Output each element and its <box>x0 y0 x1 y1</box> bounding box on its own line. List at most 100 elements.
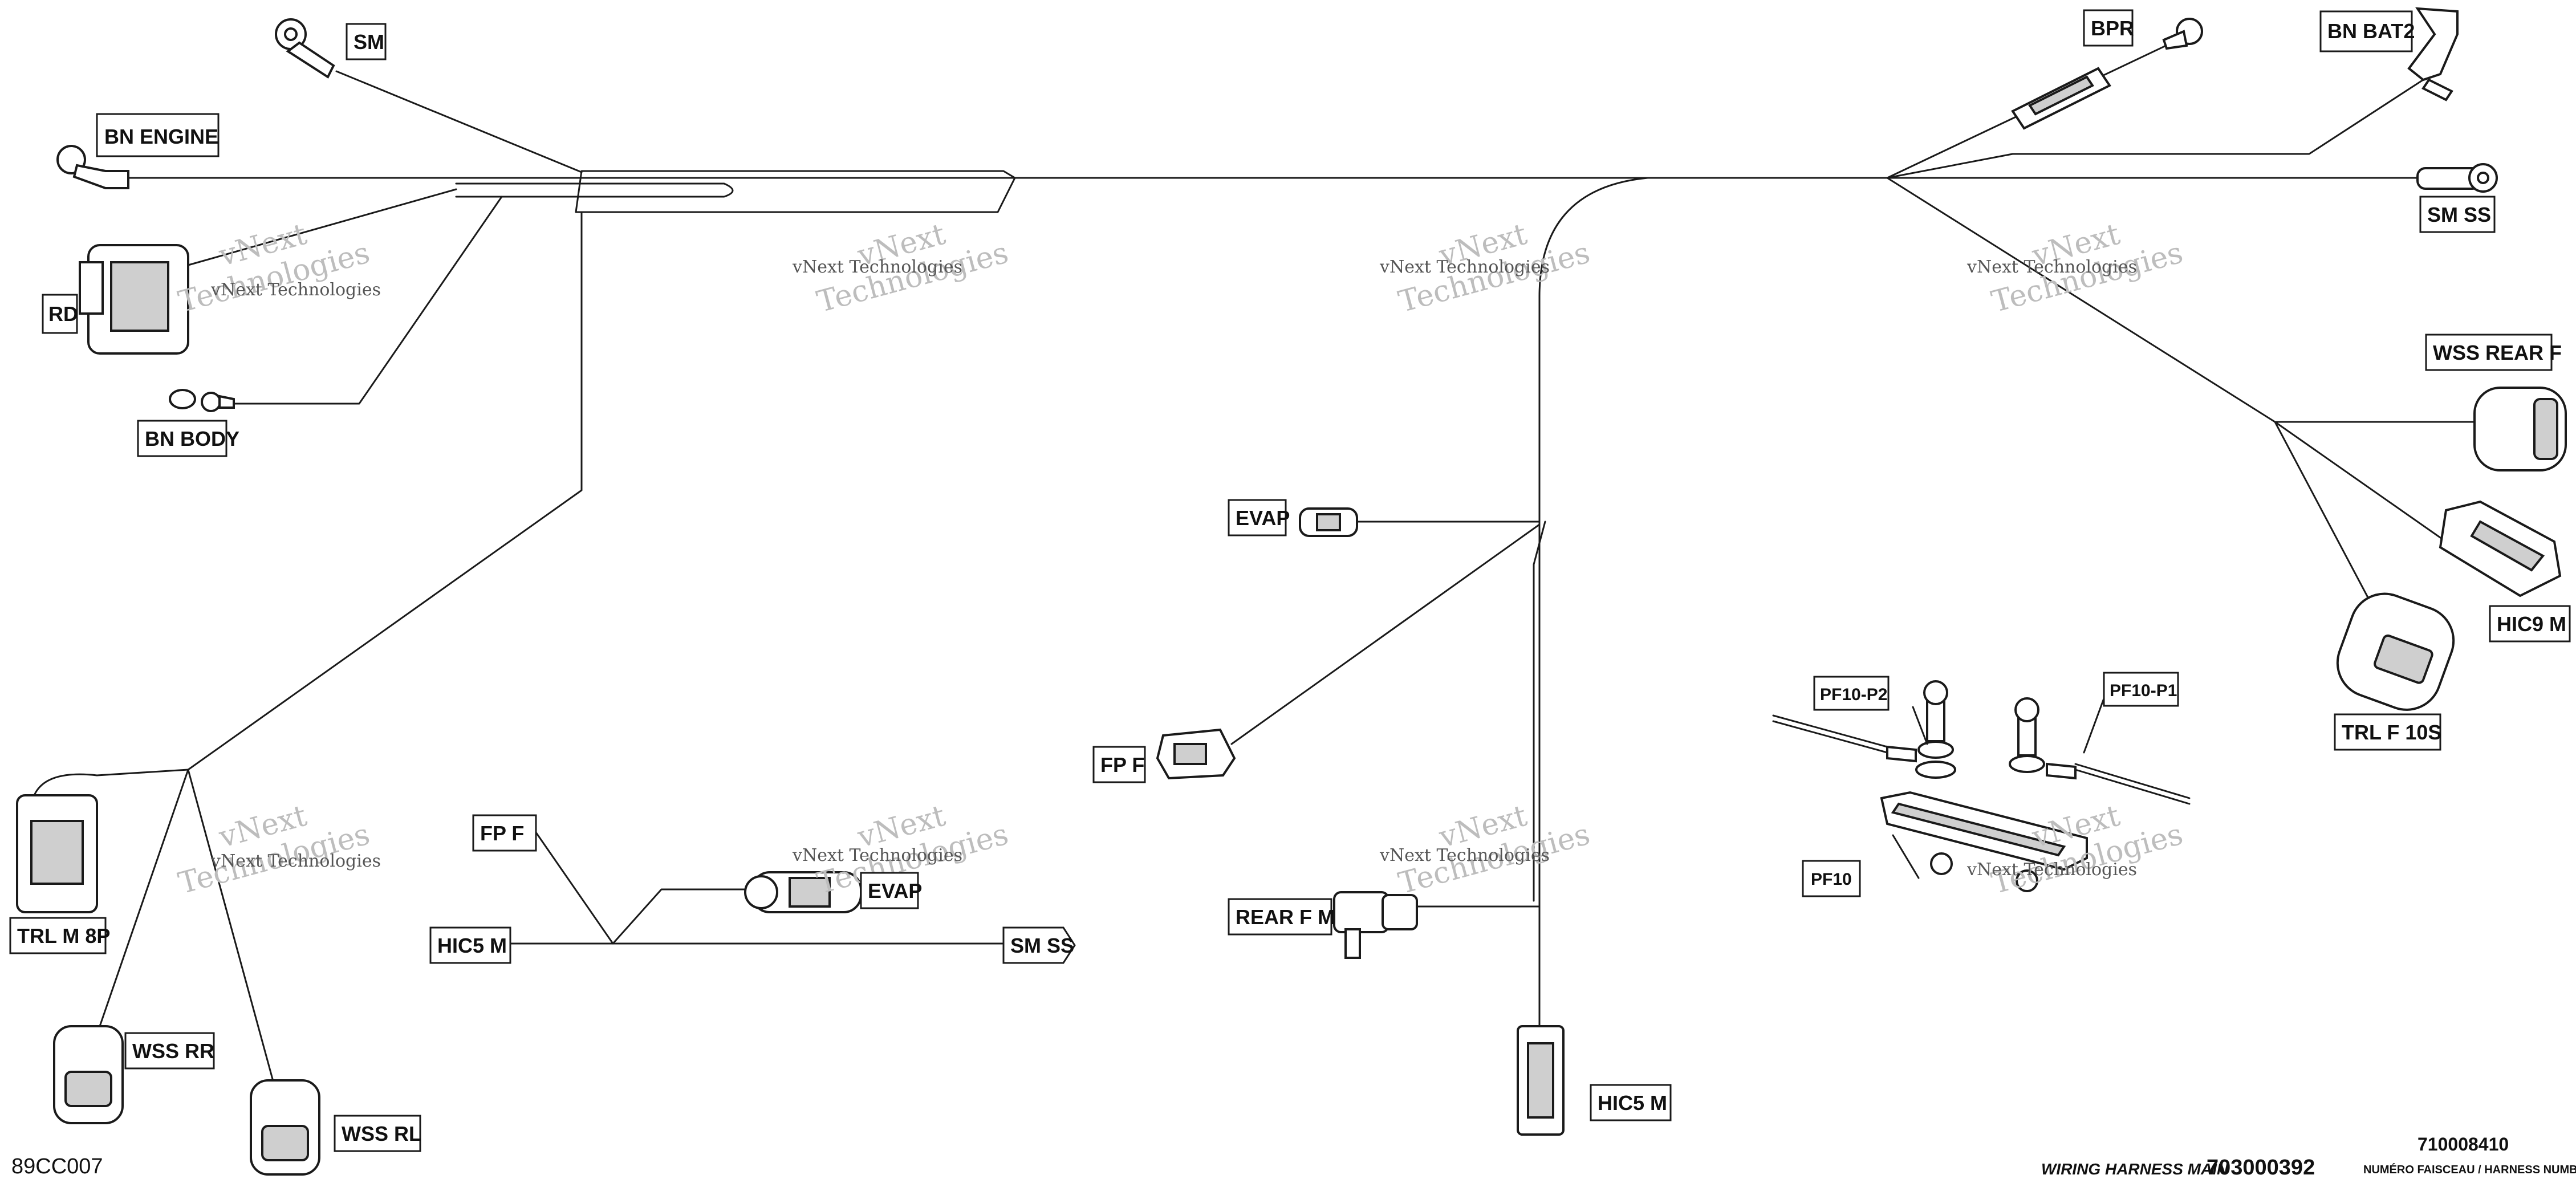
bn-engine-ring-terminal-icon <box>56 145 129 189</box>
watermark-group: vNext Technologies vNext Technologies vN… <box>175 217 2187 901</box>
fp-f-left-wire <box>535 831 614 945</box>
wires <box>96 39 2476 1084</box>
svg-text:PF10: PF10 <box>1811 870 1852 889</box>
pf10-left-cable <box>1772 714 1888 748</box>
svg-text:WSS RR: WSS RR <box>132 1039 214 1063</box>
svg-text:TRL M 8P: TRL M 8P <box>17 924 110 948</box>
wss-rear-f-connector-icon <box>2473 387 2567 471</box>
footer: 89CC007 WIRING HARNESS MAIN 703000392 71… <box>11 1134 2576 1180</box>
svg-text:FP F: FP F <box>1100 753 1144 777</box>
label-sm-ss-bottom: SM SS <box>1002 926 1076 964</box>
trl-m-8p-connector-icon <box>16 773 98 913</box>
components <box>16 7 2567 1176</box>
label-sm: SM <box>346 23 387 60</box>
label-evap-bottom: EVAP <box>860 872 922 909</box>
rear-f-m-sensor-icon <box>1333 891 1418 959</box>
watermark-caption: vNext Technologies <box>792 257 962 277</box>
bn-body-ring-terminal-icon <box>169 389 235 412</box>
sm-ring-terminal-icon <box>275 18 335 79</box>
svg-text:SM SS: SM SS <box>1010 934 1074 957</box>
rd-branch-wire <box>187 188 457 266</box>
pf10-p2-leader <box>1912 706 1928 745</box>
bn-bat2-terminal-icon <box>2407 7 2459 101</box>
label-bn-body: BN BODY <box>137 420 239 457</box>
watermark-caption: vNext Technologies <box>1379 257 1550 277</box>
svg-text:BPR: BPR <box>2091 17 2134 40</box>
watermark-caption: vNext Technologies <box>792 845 962 865</box>
evap-bottom-connector-icon <box>744 871 862 913</box>
pf10-left-cable-b <box>1772 720 1888 754</box>
svg-text:RD: RD <box>48 302 78 326</box>
svg-text:PF10-P2: PF10-P2 <box>1820 685 1887 704</box>
harness-number: 710008410 <box>2417 1134 2509 1154</box>
label-bpr: BPR <box>2083 9 2134 47</box>
watermark-caption: vNext Technologies <box>1379 845 1550 865</box>
bpr-fuse-holder-icon <box>2011 18 2203 130</box>
sm-ss-top-ring-terminal-icon <box>2416 163 2498 193</box>
label-bn-bat2: BN BAT2 <box>2319 10 2415 52</box>
hic9-m-connector-icon <box>2439 500 2562 597</box>
svg-text:HIC9 M: HIC9 M <box>2497 612 2566 636</box>
svg-text:REAR F M: REAR F M <box>1236 905 1335 929</box>
svg-text:TRL F 10S: TRL F 10S <box>2342 721 2441 744</box>
svg-text:FP F: FP F <box>480 822 524 845</box>
central-drop-wire <box>1538 177 1649 1033</box>
label-pf10: PF10 <box>1802 860 1861 897</box>
trl-f-10s-connector-icon <box>2336 592 2455 711</box>
harness-part-number: 703000392 <box>2207 1156 2315 1180</box>
evap-top-connector-icon <box>1299 507 1358 537</box>
svg-text:HIC5 M: HIC5 M <box>1598 1091 1667 1115</box>
svg-text:SM: SM <box>354 30 384 54</box>
label-pf10-p2: PF10-P2 <box>1813 676 1890 711</box>
label-trl-m-8p: TRL M 8P <box>9 917 110 954</box>
bn-bat2-wire <box>1886 79 2424 179</box>
label-wss-rear-f: WSS REAR F <box>2425 334 2562 371</box>
label-wss-rr: WSS RR <box>124 1032 215 1070</box>
label-rear-f-m: REAR F M <box>1228 898 1335 936</box>
main-trunk-taper <box>575 170 1016 213</box>
left-down-wire <box>187 211 583 771</box>
watermark-caption: vNext Technologies <box>1966 860 2137 880</box>
wss-rl-wire <box>187 769 275 1084</box>
svg-text:EVAP: EVAP <box>868 879 922 903</box>
hic9-m-wire <box>2274 421 2447 543</box>
figure-id: 89CC007 <box>11 1154 103 1178</box>
svg-text:SM SS: SM SS <box>2427 203 2491 226</box>
watermark-caption: vNext Technologies <box>210 851 381 871</box>
watermark-caption: vNext Technologies <box>1966 257 2137 277</box>
hic5-m-bottom-connector-icon <box>1517 1025 1565 1136</box>
rd-connector-icon <box>79 244 189 355</box>
label-wss-rl: WSS RL <box>334 1115 421 1152</box>
pf10-p1-leader <box>2083 697 2105 754</box>
svg-text:BN BAT2: BN BAT2 <box>2327 19 2415 43</box>
wss-rl-connector-icon <box>250 1079 320 1176</box>
harness-caption: WIRING HARNESS MAIN <box>2041 1160 2229 1178</box>
pf10-leader <box>1892 834 1920 879</box>
svg-text:PF10-P1: PF10-P1 <box>2110 681 2177 700</box>
label-sm-ss-top: SM SS <box>2419 196 2496 233</box>
svg-text:WSS REAR F: WSS REAR F <box>2433 341 2562 364</box>
label-hic5-m-bottom: HIC5 M <box>1590 1084 1672 1121</box>
label-hic5-m-left: HIC5 M <box>429 926 511 964</box>
pf10-fuse-block-icon <box>1880 680 2088 892</box>
svg-text:EVAP: EVAP <box>1236 506 1290 530</box>
svg-text:HIC5 M: HIC5 M <box>437 934 507 957</box>
label-bn-engine: BN ENGINE <box>96 113 220 157</box>
fp-f-mid-connector-icon <box>1156 728 1236 780</box>
trl-m-wire <box>96 769 189 777</box>
label-fp-f-mid: FP F <box>1092 746 1146 783</box>
watermark-caption: vNext Technologies <box>210 280 381 300</box>
right-diag-wire <box>1886 177 2276 423</box>
svg-text:BN BODY: BN BODY <box>145 427 239 450</box>
pf10-right-cable <box>2074 763 2191 799</box>
main-loop-wire <box>455 182 734 198</box>
bn-body-branch-wire <box>233 196 503 405</box>
pf10-right-cable-b <box>2074 769 2191 805</box>
label-pf10-p1: PF10-P1 <box>2103 672 2179 707</box>
trl-f-10s-wire <box>2274 421 2379 617</box>
wss-rr-connector-icon <box>53 1025 124 1124</box>
label-rd: RD <box>42 294 78 334</box>
fp-f-mid-wire <box>1230 523 1541 745</box>
svg-text:WSS RL: WSS RL <box>342 1122 421 1145</box>
